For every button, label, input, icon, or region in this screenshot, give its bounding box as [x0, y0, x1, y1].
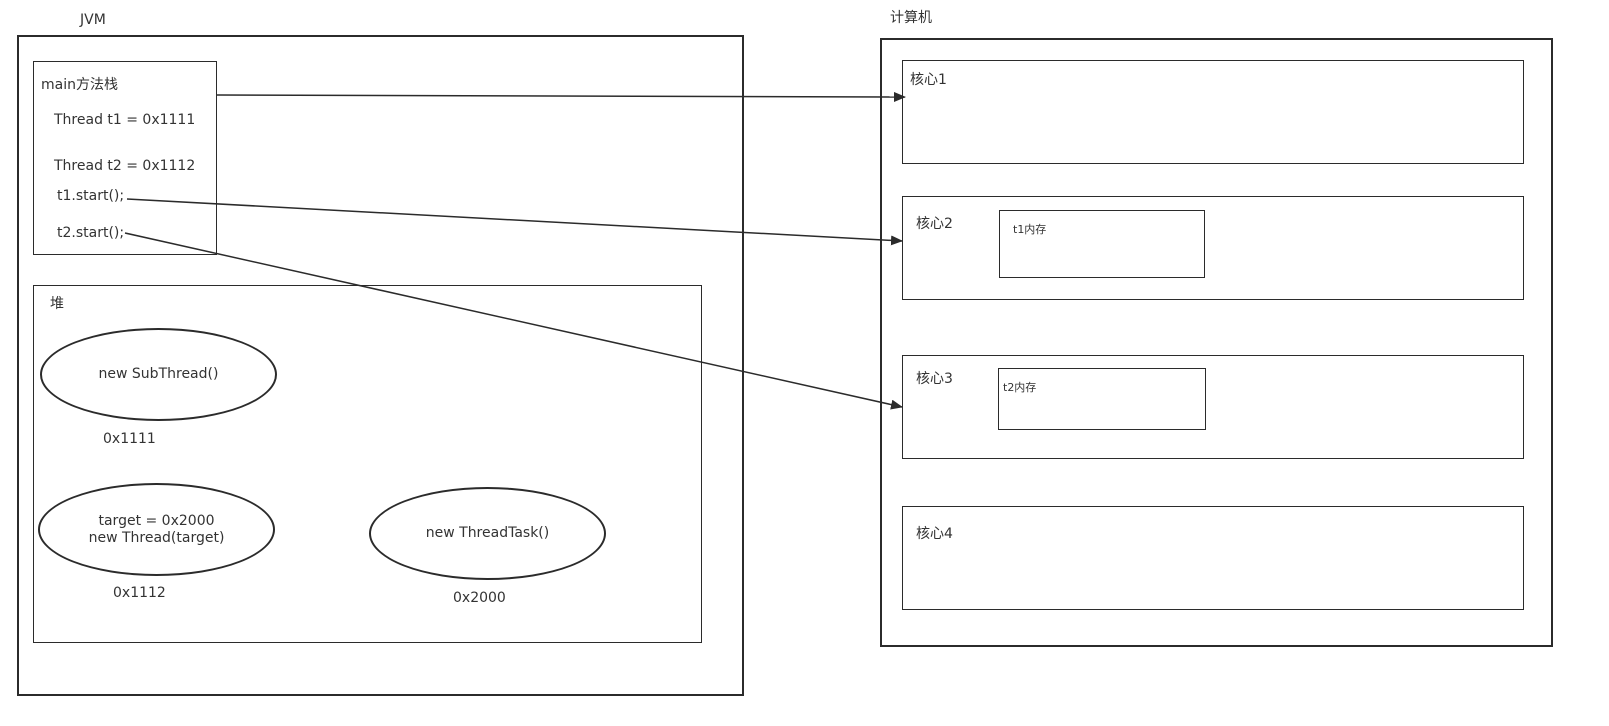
heap-object-threadtask: new ThreadTask()	[369, 487, 606, 580]
core-2-label: 核心2	[916, 216, 953, 232]
heap-object-subthread: new SubThread()	[40, 328, 277, 421]
jvm-title: JVM	[80, 12, 106, 28]
stack-line-t2: Thread t2 = 0x1112	[54, 158, 196, 174]
computer-title: 计算机	[890, 10, 932, 26]
core-3-label: 核心3	[916, 371, 953, 387]
main-stack-title: main方法栈	[41, 77, 118, 93]
heap-object-thread: target = 0x2000 new Thread(target)	[38, 483, 275, 576]
core-4-box	[902, 506, 1524, 610]
t2-memory-label: t2内存	[1003, 381, 1037, 394]
heap-object-thread-line2: new Thread(target)	[88, 529, 225, 546]
core-1-label: 核心1	[910, 72, 947, 88]
stack-line-t1-start: t1.start();	[57, 188, 125, 204]
heap-title: 堆	[50, 296, 64, 312]
stack-line-t1: Thread t1 = 0x1111	[54, 112, 196, 128]
core-3-box	[902, 355, 1524, 459]
t1-memory-label: t1内存	[1013, 223, 1047, 236]
heap-address-0x1112: 0x1112	[113, 585, 166, 601]
core-1-box	[902, 60, 1524, 164]
heap-object-subthread-text: new SubThread()	[98, 366, 219, 382]
heap-object-thread-line1: target = 0x2000	[98, 512, 215, 529]
core-4-label: 核心4	[916, 526, 953, 542]
t2-memory-box	[998, 368, 1206, 430]
heap-address-0x1111: 0x1111	[103, 431, 156, 447]
heap-address-0x2000: 0x2000	[453, 590, 506, 606]
core-2-box	[902, 196, 1524, 300]
t1-memory-box	[999, 210, 1205, 278]
stack-line-t2-start: t2.start();	[57, 225, 125, 241]
heap-object-threadtask-text: new ThreadTask()	[425, 525, 550, 541]
